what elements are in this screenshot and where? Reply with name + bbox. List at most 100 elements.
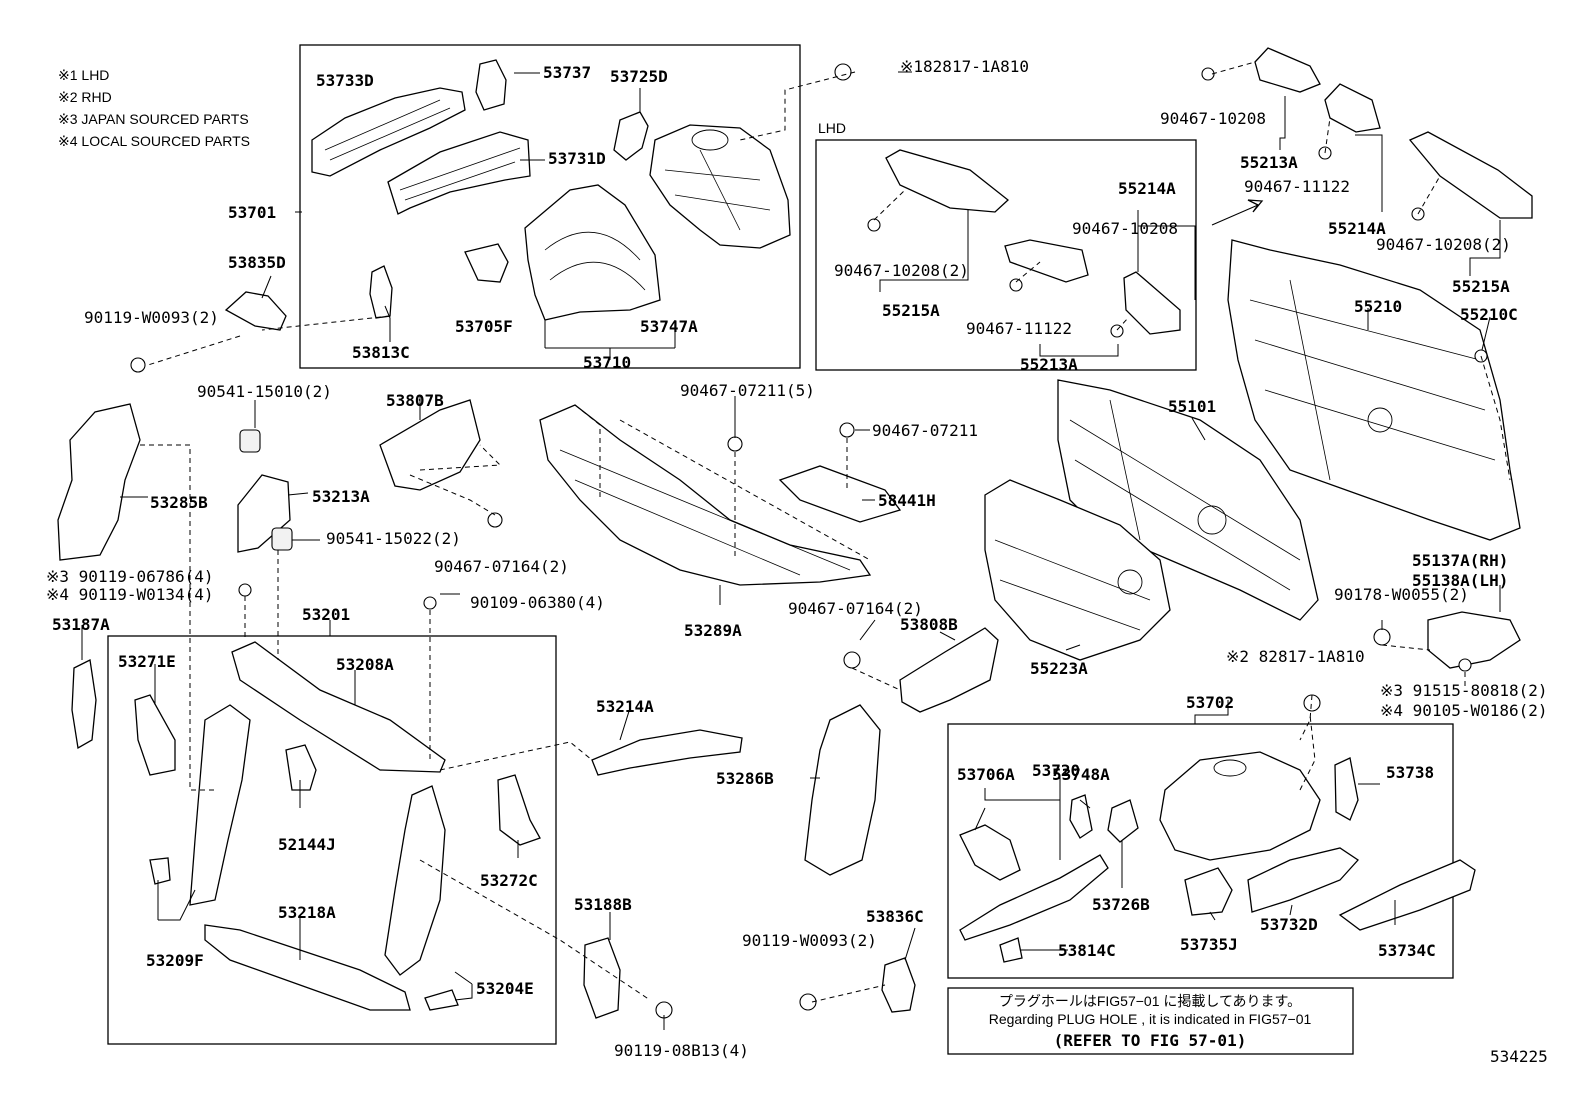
part-90467-07164-a-clip [487,512,503,528]
label-55214A-lhd: 55214A [1118,179,1176,198]
label-55213A-rhd: 55213A [1240,153,1298,172]
part-53701-apron [649,124,791,249]
label-55213A-lhd: 55213A [1020,355,1078,374]
part-52144J-shape [285,744,317,791]
direction-arrow-head [1247,199,1264,213]
label-53835D: 53835D [228,253,286,272]
label-53732D: 53732D [1260,915,1318,934]
note-box [947,987,1354,1055]
part-53705F-shape [464,243,509,283]
label-90467-11122-rhd: 90467-11122 [1244,177,1350,196]
label-53218A: 53218A [278,903,336,922]
label-90467-10208-rhd: 90467-10208 [1160,109,1266,128]
label-55210: 55210 [1354,297,1402,316]
part-53289A-shape [539,404,872,586]
part-53204E-pillar [384,785,446,976]
part-55223A-hole [1117,569,1143,595]
plug-hole-note: プラグホールはFIG57−01 に掲載してあります。 Regarding PLU… [947,987,1354,1055]
group-box-53201 [107,635,557,1045]
label-53706A: 53706A [957,765,1015,784]
part-53710-shape [524,184,661,321]
label-55210C: 55210C [1460,305,1518,324]
label-53808B: 53808B [900,615,958,634]
label-90467-10208-2-lhd: 90467-10208(2) [834,261,969,280]
part-53702-hole [1213,759,1247,777]
part-55210-hole [1367,407,1393,433]
part-55101-detail [1069,399,1301,591]
label-53807B: 53807B [386,391,444,410]
label-53737: 53737 [543,63,591,82]
part-53748A-shape [1069,794,1093,839]
label-55138A: 55138A(LH) [1412,571,1508,590]
part-90467-07164-b-clip [843,651,861,669]
label-90109-06380: 90109-06380(4) [470,593,605,612]
part-53701-detail [664,149,771,231]
label-53726B: 53726B [1092,895,1150,914]
part-58441H-shape [778,465,902,523]
label-53289A: 53289A [684,621,742,640]
part-53731D-detail [399,147,521,201]
part-53209F-clip [149,857,171,885]
part-53726B-shape [1107,799,1139,843]
label-90105-W0186: ※4 90105-W0186(2) [1380,701,1548,720]
label-53725D: 53725D [610,67,668,86]
part-53808B-shape [899,627,999,713]
group-box-53702 [947,723,1454,979]
part-53204E-clip [424,989,459,1011]
label-90119-W0093-top: 90119-W0093(2) [84,308,219,327]
label-90467-10208-2-rhd: 90467-10208(2) [1376,235,1511,254]
label-53836C: 53836C [866,907,924,926]
direction-arrow [1211,204,1259,226]
label-53214A: 53214A [596,697,654,716]
label-53813C: 53813C [352,343,410,362]
label-53735J: 53735J [1180,935,1238,954]
part-90541-15010 [239,429,261,453]
label-53204E: 53204E [476,979,534,998]
label-90119-W0093-bot: 90119-W0093(2) [742,931,877,950]
part-55215A-lhd-shape [885,149,1010,213]
label-90467-07164-b: 90467-07164(2) [788,599,923,618]
label-55223A: 55223A [1030,659,1088,678]
part-53807B-shape [379,399,481,491]
part-53738-shape [1334,757,1359,821]
label-53285B: 53285B [150,493,208,512]
label-53731D: 53731D [548,149,606,168]
label-53748A: 53748A [1052,765,1110,784]
part-53733D-shape [311,87,466,177]
part-53218A-shape [204,924,411,1011]
part-91515-bolt [1458,658,1472,672]
part-53208A-shape [231,641,446,773]
bolt-90119-06786 [238,583,252,597]
note-line-refer: (REFER TO FIG 57-01) [1054,1031,1247,1050]
part-53209F-pillar [189,704,251,906]
label-53710: 53710 [583,353,631,372]
label-90119-06786: ※3 90119-06786(4) [46,567,214,586]
part-55214A-rhd-shape [1324,83,1381,133]
part-53814C-shape [999,937,1023,963]
label-53734C: 53734C [1378,941,1436,960]
part-55210-detail [1249,279,1496,481]
label-53705F: 53705F [455,317,513,336]
part-55215A-rhd-shape [1408,131,1533,219]
label-90467-10208-lhd: 90467-10208 [1072,219,1178,238]
label-53738: 53738 [1386,763,1434,782]
part-53735J-shape [1184,867,1233,916]
label-90467-07211: 90467-07211 [872,421,978,440]
part-53813C-shape [369,265,393,319]
part-53835D-shape [224,291,287,331]
label-91515-80818: ※3 91515-80818(2) [1380,681,1548,700]
clip-90467-10208-lhd-b [1110,324,1124,338]
part-90178-clip [1373,628,1391,646]
part-53213A-shape [237,474,291,553]
part-90541-15022 [271,527,293,551]
lhd-group-title: LHD [818,120,846,136]
part-drawings [57,47,1533,1019]
legend: ※1 LHD ※2 RHD ※3 JAPAN SOURCED PARTS ※4 … [58,67,250,149]
part-53733D-detail [324,99,451,161]
part-53737-shape [475,59,507,111]
label-53209F: 53209F [146,951,204,970]
figure-id: 534225 [1490,1047,1548,1066]
part-53188B-shape [583,937,621,1019]
label-55101: 55101 [1168,397,1216,416]
